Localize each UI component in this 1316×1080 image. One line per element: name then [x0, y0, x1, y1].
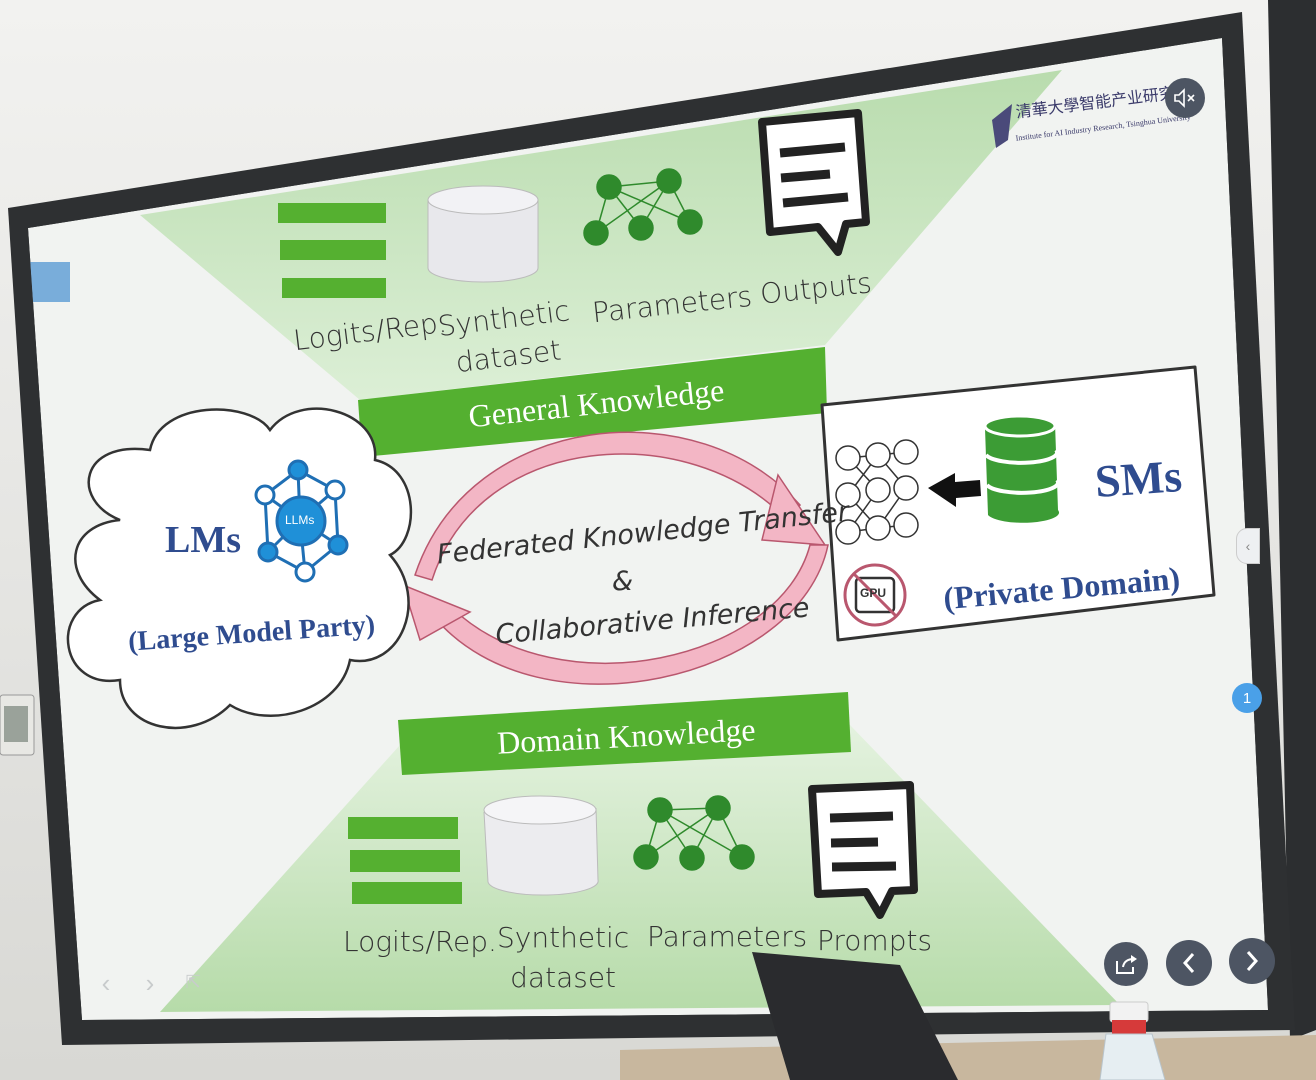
neural-net-icon — [835, 439, 919, 545]
network-icon-bottom — [633, 795, 755, 871]
share-button[interactable] — [1104, 942, 1148, 986]
document-icon-bottom — [808, 781, 918, 919]
mute-icon — [1174, 88, 1195, 108]
bars-icon-bottom — [348, 817, 462, 904]
database-icon-bottom — [483, 795, 599, 896]
network-icon — [583, 168, 703, 246]
side-handle-icon: ‹ — [1245, 538, 1251, 554]
faint-prev-button[interactable]: ‹ — [94, 968, 118, 998]
tsinghua-logo-mark — [992, 104, 1012, 148]
faint-share-icon: ⇱ — [185, 971, 201, 992]
domain-knowledge-banner — [398, 692, 851, 775]
page-badge-number: 1 — [1242, 689, 1252, 707]
top-label-synthetic: Synthetic dataset — [436, 294, 572, 380]
bottom-label-synthetic: Synthetic dataset — [497, 921, 630, 994]
side-handle[interactable]: ‹ — [1236, 528, 1260, 564]
mute-button[interactable] — [1165, 78, 1205, 118]
share-icon — [1116, 955, 1137, 974]
chevron-right-icon — [1246, 951, 1259, 971]
database-green-icon — [983, 414, 1061, 523]
general-knowledge-banner — [358, 347, 827, 457]
faint-chevron-right-icon: › — [145, 967, 155, 998]
faint-chevron-left-icon: ‹ — [101, 967, 111, 998]
center-line-2: & — [612, 566, 634, 597]
transfer-arrows — [401, 431, 829, 685]
water-bottle — [1099, 1001, 1166, 1080]
gpu-label: GPU — [860, 586, 887, 600]
prev-slide-button[interactable] — [1166, 940, 1212, 986]
llm-hub-label: LLMs — [285, 513, 315, 527]
faint-next-button[interactable]: › — [138, 968, 162, 998]
bottom-label-parameters: Parameters — [647, 920, 808, 953]
llm-hub-icon — [254, 459, 349, 583]
bottom-label-prompts: Prompts — [817, 924, 933, 957]
page-badge[interactable]: 1 — [1232, 683, 1262, 713]
no-gpu-icon — [843, 563, 907, 627]
next-slide-button[interactable] — [1229, 938, 1275, 984]
chevron-left-icon — [1182, 953, 1195, 973]
lms-title: LMs — [165, 519, 241, 561]
bars-icon — [278, 203, 386, 298]
laptop — [752, 952, 958, 1080]
faint-share-button[interactable]: ⇱ — [180, 968, 206, 996]
bottom-label-logits: Logits/Rep. — [343, 925, 497, 958]
arrow-left-icon — [928, 473, 981, 507]
database-icon — [427, 185, 539, 283]
document-icon — [758, 109, 870, 256]
sms-title: SMs — [1093, 450, 1184, 507]
